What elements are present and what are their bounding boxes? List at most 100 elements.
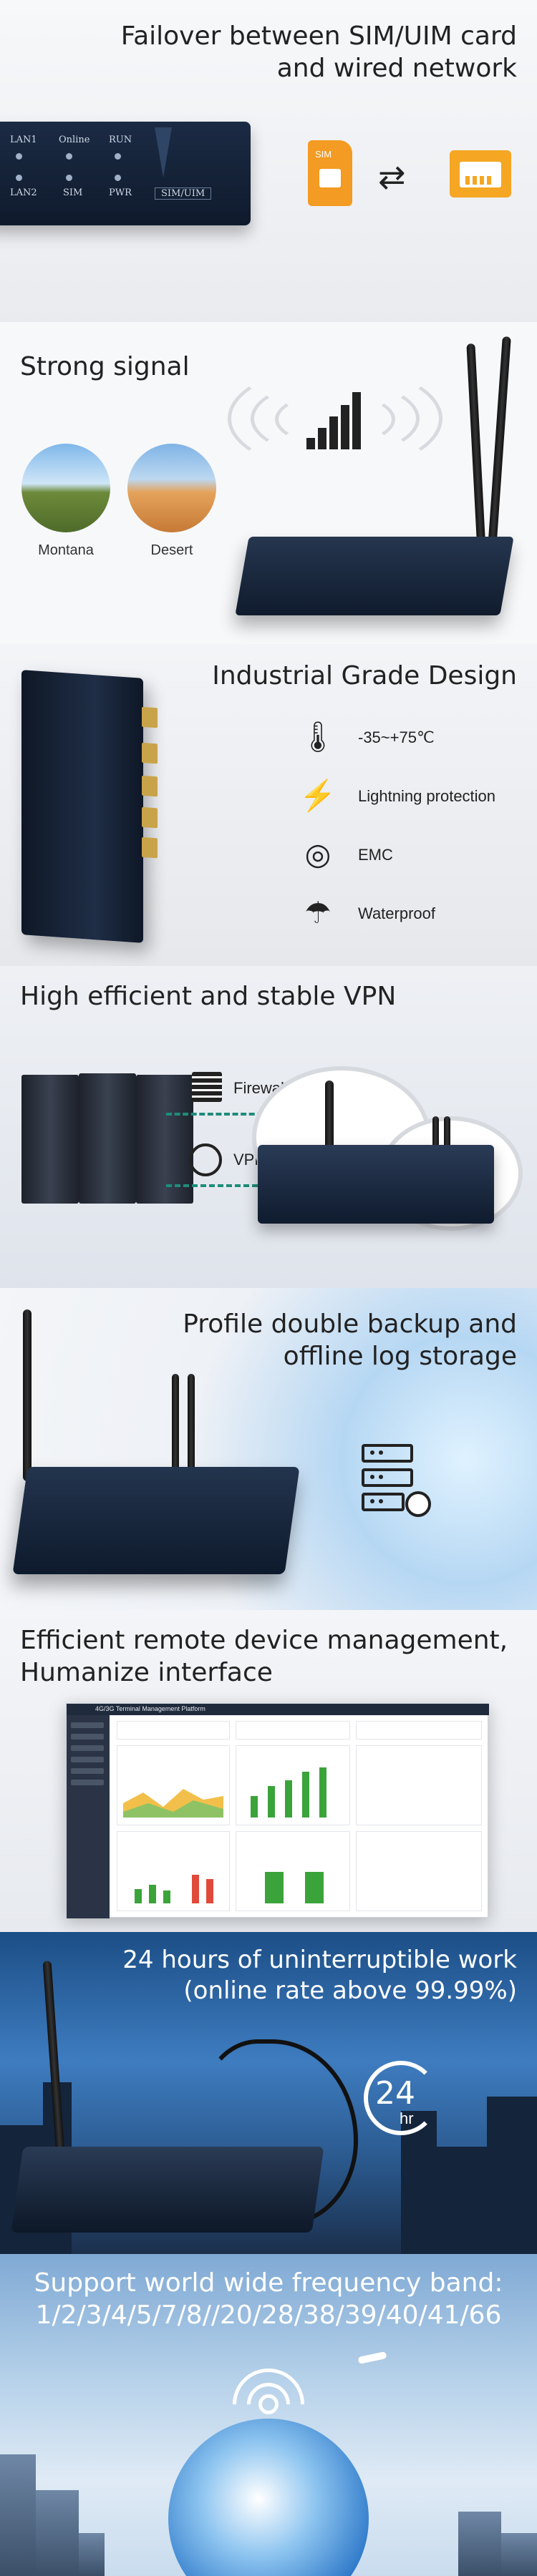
feature-temperature-text: -35~+75℃ xyxy=(358,728,435,746)
failover-section: Failover between SIM/UIM card and wired … xyxy=(0,0,537,322)
lan2-label: LAN2 xyxy=(10,187,37,198)
lan1-label: LAN1 xyxy=(10,135,37,145)
router-front-panel: LAN1 Online RUN LAN2 SIM PWR SIM/UIM xyxy=(0,122,251,225)
online-label: Online xyxy=(59,135,90,145)
ethernet-port xyxy=(142,706,158,728)
industrial-design-section: Industrial Grade Design 🌡 -35~+75℃ ⚡ Lig… xyxy=(0,644,537,966)
led xyxy=(66,153,72,160)
backup-section: Profile double backup and offline log st… xyxy=(0,1288,537,1610)
remote-management-title-line1: Efficient remote device management, xyxy=(20,1626,508,1655)
feature-lightning: ⚡ Lightning protection xyxy=(296,774,526,817)
city-building xyxy=(79,2533,105,2576)
feature-waterproof: ☂ Waterproof xyxy=(296,892,526,935)
led xyxy=(115,153,121,160)
area-chart-panel xyxy=(117,1745,230,1825)
swap-arrows-icon: ⇄ xyxy=(378,158,406,195)
platform-screenshot: 4G/3G Terminal Management Platform xyxy=(66,1703,489,1918)
antenna xyxy=(172,1374,179,1474)
firewall-line xyxy=(166,1113,288,1116)
ethernet-port xyxy=(142,775,158,797)
strong-signal-title: Strong signal xyxy=(20,352,190,381)
montana-label: Montana xyxy=(38,542,94,558)
uptime-title: 24 hours of uninterruptible work (online… xyxy=(122,1945,517,2006)
signal-waves-icon xyxy=(228,365,442,472)
stat-panel xyxy=(356,1721,482,1740)
lightning-shield-icon: ⚡ xyxy=(299,779,337,812)
backup-title-line1: Profile double backup and xyxy=(183,1309,517,1339)
logo-triangle xyxy=(155,127,172,177)
ethernet-pin xyxy=(473,176,477,185)
sim-chip xyxy=(319,169,341,187)
pwr-label: PWR xyxy=(109,187,132,198)
ethernet-pin xyxy=(465,176,470,185)
desert-label: Desert xyxy=(150,542,193,558)
server-stack-icon xyxy=(362,1444,413,1463)
frequency-title: Support world wide frequency band: 1/2/3… xyxy=(20,2267,517,2331)
remote-management-section: Efficient remote device management, Huma… xyxy=(0,1610,537,1932)
montana-image xyxy=(21,444,110,532)
uptime-title-line1: 24 hours of uninterruptible work xyxy=(122,1946,517,1974)
backup-title: Profile double backup and offline log st… xyxy=(183,1308,517,1372)
led xyxy=(66,175,72,181)
strong-signal-section: Strong signal Montana Desert xyxy=(0,322,537,644)
server-stack-icon xyxy=(362,1493,405,1511)
signal-waves-icon xyxy=(275,392,395,447)
city-building xyxy=(437,2147,487,2254)
vpn-lock-icon xyxy=(189,1143,222,1176)
thermometer-icon: 🌡 xyxy=(299,720,337,753)
led xyxy=(16,175,22,181)
firewall-icon xyxy=(192,1072,222,1102)
led xyxy=(16,153,22,160)
run-label: RUN xyxy=(109,135,132,145)
mixed-chart-panel xyxy=(117,1831,230,1911)
bar-chart-panel xyxy=(236,1745,350,1825)
24hr-icon: 24 hr xyxy=(364,2061,438,2135)
ethernet-port-icon xyxy=(450,150,511,197)
city-building xyxy=(0,2454,36,2576)
city-building xyxy=(36,2490,79,2576)
ethernet-port xyxy=(142,806,158,829)
router-image xyxy=(235,537,514,615)
server-rack xyxy=(136,1075,193,1204)
router-image xyxy=(12,1467,300,1574)
router-image xyxy=(11,2147,324,2233)
sim-label: SIM xyxy=(63,187,83,198)
antenna xyxy=(444,1116,450,1166)
failover-title: Failover between SIM/UIM card and wired … xyxy=(121,20,517,84)
vertical-router-image xyxy=(21,670,158,943)
bar-chart-panel xyxy=(236,1831,350,1911)
stat-panel xyxy=(117,1721,230,1740)
remote-management-title: Efficient remote device management, Huma… xyxy=(20,1624,508,1689)
feature-emc-text: EMC xyxy=(358,846,393,864)
frequency-band-section: Support world wide frequency band: 1/2/3… xyxy=(0,2254,537,2576)
feature-waterproof-text: Waterproof xyxy=(358,904,436,922)
ethernet-socket xyxy=(460,162,501,187)
globe-image xyxy=(168,2419,369,2576)
signal-bars-icon xyxy=(306,391,364,449)
failover-title-line2: and wired network xyxy=(276,54,517,83)
sim-icon-text: SIM xyxy=(315,149,332,160)
ethernet-pin xyxy=(487,176,491,185)
clock-number: 24 xyxy=(375,2075,415,2112)
signal-waves-icon xyxy=(251,379,420,458)
desert-image xyxy=(127,444,216,532)
antenna xyxy=(23,1309,32,1481)
satellite-dish-icon xyxy=(258,2394,279,2414)
antenna xyxy=(188,1374,195,1474)
airplane-icon xyxy=(357,2351,387,2365)
industrial-design-title: Industrial Grade Design xyxy=(212,661,517,691)
city-building xyxy=(487,2097,537,2254)
failover-title-line1: Failover between SIM/UIM card xyxy=(120,21,517,51)
router-image xyxy=(258,1145,494,1224)
ethernet-port xyxy=(142,742,158,764)
uptime-title-line2: (online rate above 99.99%) xyxy=(183,1976,517,2005)
ethernet-port xyxy=(142,836,158,859)
frequency-title-line1: Support world wide frequency band: xyxy=(34,2268,503,2298)
led xyxy=(115,175,121,181)
uptime-section: 24 hours of uninterruptible work (online… xyxy=(0,1932,537,2254)
feature-lightning-text: Lightning protection xyxy=(358,787,496,805)
remote-management-title-line2: Humanize interface xyxy=(20,1658,273,1687)
vpn-section: High efficient and stable VPN Firewall V… xyxy=(0,966,537,1288)
city-building xyxy=(458,2512,501,2576)
stat-panel xyxy=(236,1721,350,1740)
